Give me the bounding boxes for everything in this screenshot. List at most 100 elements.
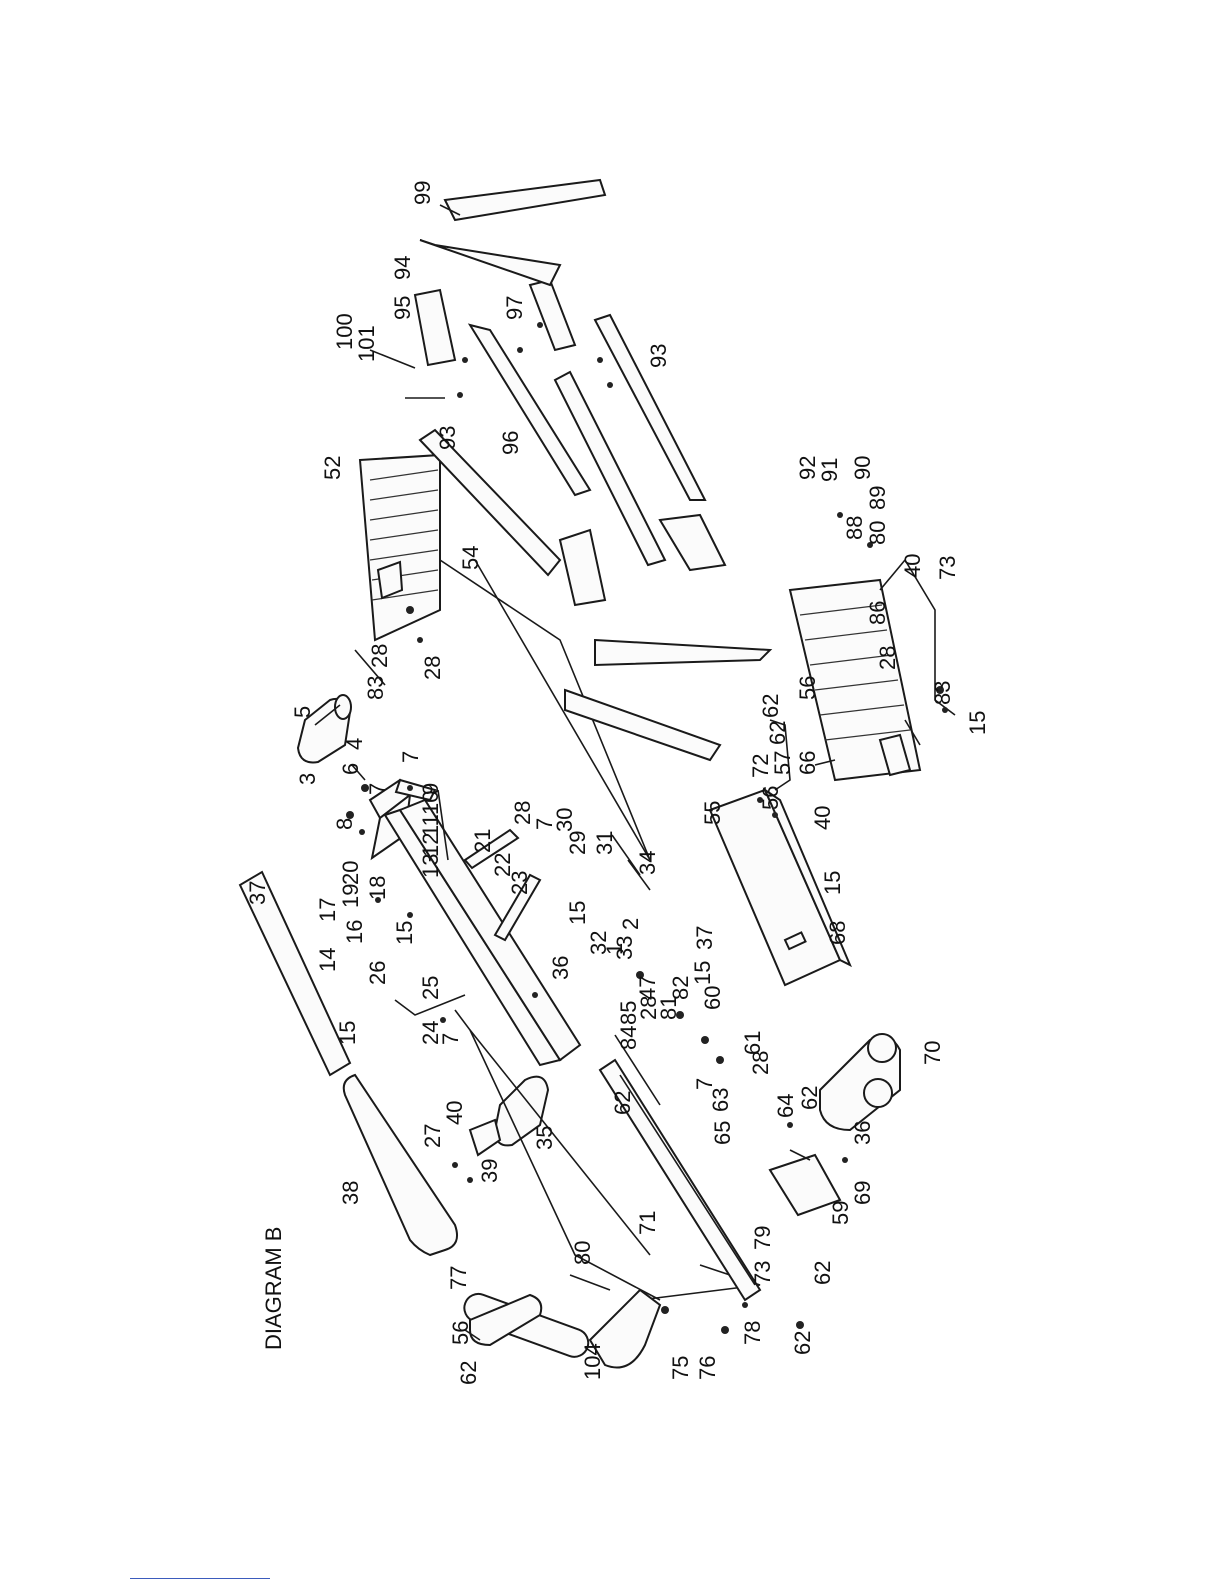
part-label: 71 <box>635 1211 660 1235</box>
part-label: 33 <box>612 936 637 960</box>
part-label: 84 <box>616 1026 641 1050</box>
part-label: 7 <box>438 1033 463 1045</box>
part-95-bracket <box>413 288 457 367</box>
part-label: 83 <box>363 676 388 700</box>
part-label: 79 <box>750 1226 775 1250</box>
part-1-guard <box>238 870 352 1077</box>
part-72-cabinet <box>708 787 852 987</box>
part-label: 3 <box>295 773 320 785</box>
part-52-table <box>358 453 441 642</box>
part-label: 30 <box>552 808 577 832</box>
part-label: 7 <box>398 751 423 763</box>
part-label: 82 <box>668 976 693 1000</box>
stand-brackets <box>558 513 727 607</box>
part-label: 69 <box>850 1181 875 1205</box>
part-label: 56 <box>758 786 783 810</box>
part-81-table <box>788 578 922 782</box>
part-label: 37 <box>245 881 270 905</box>
part-label: 104 <box>580 1343 605 1380</box>
part-label: 76 <box>695 1356 720 1380</box>
diagram-title: DIAGRAM B <box>261 1227 286 1350</box>
hardware-fasteners <box>346 322 948 1334</box>
part-label: 62 <box>797 1086 822 1110</box>
part-label: 2 <box>618 918 643 930</box>
part-label: 28 <box>636 996 661 1020</box>
part-label: 34 <box>635 851 660 875</box>
part-label: 10 <box>418 791 443 815</box>
part-label: 7 <box>532 818 557 830</box>
part-44-chute <box>588 1288 662 1369</box>
part-label: 62 <box>790 1331 815 1355</box>
part-label: 36 <box>548 956 573 980</box>
part-label: 86 <box>865 601 890 625</box>
part-label: 62 <box>456 1361 481 1385</box>
part-label: 91 <box>817 458 842 482</box>
part-76-plate <box>768 1153 842 1217</box>
part-33-clamp <box>468 1118 502 1157</box>
part-label: 59 <box>828 1201 853 1225</box>
part-label: 35 <box>532 1126 557 1150</box>
part-label: 68 <box>825 921 850 945</box>
lower-legs <box>564 638 773 762</box>
part-label: 64 <box>773 1094 798 1118</box>
part-99-leg <box>443 178 607 222</box>
part-label: 24 <box>418 1021 443 1045</box>
part-79-motor <box>819 1033 901 1132</box>
part-label: 28 <box>748 1051 773 1075</box>
part-label: 15 <box>965 711 990 735</box>
part-label: 52 <box>320 456 345 480</box>
part-label: 8 <box>332 818 357 830</box>
part-label: 40 <box>442 1101 467 1125</box>
part-label: 32 <box>586 931 611 955</box>
part-label: 27 <box>420 1124 445 1148</box>
part-label: 62 <box>610 1091 635 1115</box>
part-label: 83 <box>930 681 955 705</box>
part-label: 93 <box>435 426 460 450</box>
part-label: 28 <box>875 646 900 670</box>
part-label: 15 <box>565 901 590 925</box>
part-label: 39 <box>477 1159 502 1183</box>
part-label: 62 <box>758 694 783 718</box>
part-label: 14 <box>315 948 340 972</box>
part-9-rod <box>394 778 437 802</box>
part-label: 78 <box>740 1321 765 1345</box>
part-label: 18 <box>365 876 390 900</box>
part-label: 36 <box>850 1121 875 1145</box>
part-label: 62 <box>765 721 790 745</box>
part-label: 1 <box>602 943 627 955</box>
part-label: 6 <box>338 763 363 775</box>
part-label: 101 <box>354 325 379 362</box>
part-label: 85 <box>616 1001 641 1025</box>
part-label: 9 <box>418 783 443 795</box>
part-label: 15 <box>392 921 417 945</box>
main-frame <box>394 549 761 1301</box>
part-label: 7 <box>365 783 390 795</box>
part-label: 90 <box>850 456 875 480</box>
part-label: 73 <box>750 1261 775 1285</box>
part-label: 73 <box>935 556 960 580</box>
part-label: 28 <box>420 656 445 680</box>
part-label: 61 <box>740 1031 765 1055</box>
part-42-cover <box>469 1293 543 1347</box>
part-label: 26 <box>365 961 390 985</box>
part-label: 57 <box>770 751 795 775</box>
part-label: 92 <box>795 456 820 480</box>
part-label: 94 <box>390 256 415 280</box>
part-label: 60 <box>700 986 725 1010</box>
part-label: 55 <box>700 801 725 825</box>
leader-lines <box>314 204 921 1341</box>
part-93-rail <box>418 313 707 577</box>
part-label: 5 <box>290 706 315 718</box>
part-label: 28 <box>367 644 392 668</box>
part-label: 77 <box>446 1266 471 1290</box>
part-label: 89 <box>865 486 890 510</box>
part-label: 28 <box>510 801 535 825</box>
part-label: 38 <box>338 1181 363 1205</box>
part-94-leg <box>419 239 562 287</box>
part-label: 17 <box>315 898 340 922</box>
part-label: 54 <box>458 546 483 570</box>
part-label: 25 <box>418 976 443 1000</box>
part-97-bracket <box>528 278 577 352</box>
part-label: 66 <box>795 751 820 775</box>
